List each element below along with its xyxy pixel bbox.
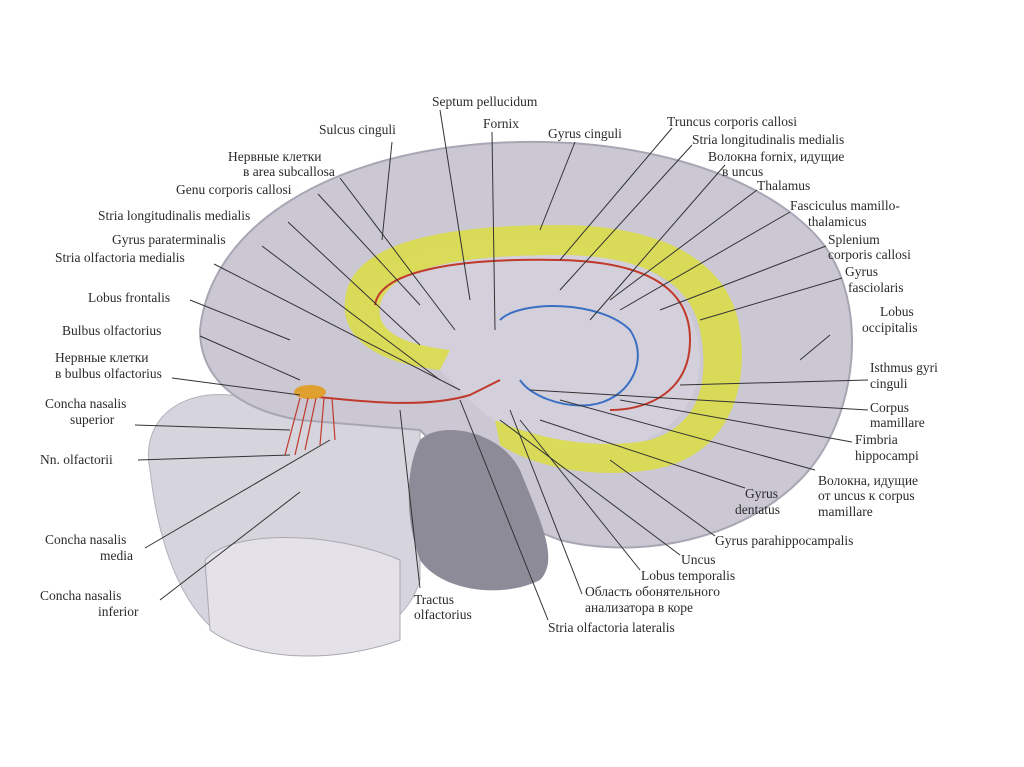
label-fimbria-2: hippocampi [855,448,919,463]
label-gyrus-fasciolaris-2: fasciolaris [848,280,903,295]
palate-teeth [204,537,401,657]
label-concha-superior-2: superior [70,412,115,427]
label-stria-olf-medialis: Stria olfactoria medialis [55,250,185,265]
label-fimbria: Fimbria [855,432,898,447]
label-fornix-fibers-2: в uncus [722,164,763,179]
label-gyrus-dentatus: Gyrus [745,486,778,501]
label-thalamus: Thalamus [757,178,810,193]
label-nn-olfactorii: Nn. olfactorii [40,452,113,467]
label-lobus-frontalis: Lobus frontalis [88,290,170,305]
label-sulcus-cinguli: Sulcus cinguli [319,122,396,137]
label-nerve-cells-bulbus-2: в bulbus olfactorius [55,366,162,381]
label-concha-inferior: Concha nasalis [40,588,121,603]
label-corpus-mamillare-2: mamillare [870,415,925,430]
label-fibers-uncus-2: от uncus к corpus [818,488,915,503]
label-gyrus-fasciolaris: Gyrus [845,264,878,279]
label-stria-long-med-left: Stria longitudinalis medialis [98,208,250,223]
label-fornix: Fornix [483,116,519,131]
label-oblast-2: анализатора в коре [585,600,693,615]
label-isthmus-2: cinguli [870,376,908,391]
label-splenium-2: corporis callosi [828,247,911,262]
label-fasciculus: Fasciculus mamillo- [790,198,900,213]
corpus-callosum [374,258,692,411]
label-oblast: Область обонятельного [585,584,720,599]
label-tractus: Tractus [414,592,454,607]
label-gyrus-parahippocampalis: Gyrus parahippocampalis [715,533,853,548]
label-splenium: Splenium [828,232,880,247]
label-septum-pellucidum: Septum pellucidum [432,94,538,109]
label-nerve-cells-subcallosa: Нервные клетки [228,149,322,164]
label-gyrus-cinguli: Gyrus cinguli [548,126,622,141]
label-concha-media: Concha nasalis [45,532,126,547]
label-lobus-temporalis: Lobus temporalis [641,568,735,583]
label-concha-inferior-2: inferior [98,604,139,619]
label-gyrus-paraterminalis: Gyrus paraterminalis [112,232,226,247]
label-lobus-occipitalis-2: occipitalis [862,320,917,335]
label-lobus-occipitalis: Lobus [880,304,914,319]
label-fibers-uncus-3: mamillare [818,504,873,519]
labels: Septum pellucidum Fornix Gyrus cinguli S… [40,94,938,635]
label-fasciculus-2: thalamicus [808,214,866,229]
label-uncus: Uncus [681,552,716,567]
label-concha-superior: Concha nasalis [45,396,126,411]
limbic-gyrus-band [344,225,742,473]
label-stria-long-med-right: Stria longitudinalis medialis [692,132,844,147]
label-truncus: Truncus corporis callosi [667,114,797,129]
label-stria-olf-lateralis: Stria olfactoria lateralis [548,620,675,635]
label-fornix-fibers: Волокна fornix, идущие [708,149,844,164]
label-gyrus-dentatus-2: dentatus [735,502,780,517]
label-nerve-cells-bulbus: Нервные клетки [55,350,149,365]
label-corpus-mamillare: Corpus [870,400,909,415]
label-nerve-cells-subcallosa-2: в area subcallosa [243,164,335,179]
olfactory-nerves [284,397,336,456]
cerebellum-brainstem [408,430,549,591]
label-isthmus: Isthmus gyri [870,360,938,375]
label-concha-media-2: media [100,548,133,563]
label-bulbus-olfactorius: Bulbus olfactorius [62,323,161,338]
label-genu-corporis-callosi: Genu corporis callosi [176,182,292,197]
fornix-vessel [499,305,639,407]
label-fibers-uncus: Волокна, идущие [818,473,918,488]
leader-lines [134,109,869,621]
label-tractus-2: olfactorius [414,607,472,622]
olfactory-bulb [294,385,326,399]
